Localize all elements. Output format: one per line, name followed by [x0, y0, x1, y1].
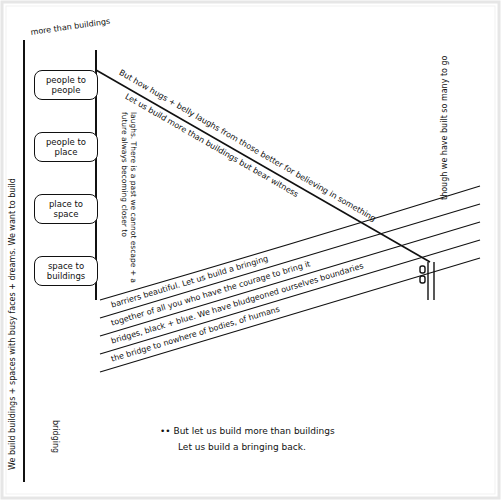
- deck-line: [100, 258, 480, 372]
- handwritten-note: more than buildings: [30, 17, 111, 38]
- handwritten-note: laughs. There is a past we cannot escape…: [119, 112, 138, 284]
- tower-leg: [427, 262, 428, 300]
- deck-line: [100, 222, 480, 336]
- box-text: people to people: [40, 75, 92, 95]
- box-text: people to place: [40, 137, 92, 157]
- handwritten-note: But how hugs + belly laughs from those b…: [117, 68, 378, 224]
- handwritten-note: •• But let us build more than buildings: [160, 426, 335, 438]
- tower-window: [420, 266, 425, 273]
- cable-line: [96, 70, 430, 262]
- tower-leg: [433, 262, 434, 300]
- handwritten-note: Let us build a bringing back.: [178, 442, 306, 454]
- box-text: place to space: [40, 199, 92, 219]
- deck-line: [100, 240, 480, 354]
- handwritten-note: though we have built so many to go: [440, 55, 450, 200]
- process-box: people to place: [34, 132, 98, 162]
- process-box: people to people: [34, 70, 98, 100]
- handwritten-note: Let us build more than buildings but bea…: [123, 92, 300, 200]
- handwritten-note: We build buildings + spaces with busy fa…: [8, 178, 18, 470]
- box-text: space to buildings: [40, 261, 92, 281]
- napkin-edge: [6, 6, 495, 494]
- process-box: place to space: [34, 194, 98, 224]
- handwritten-note: bridging: [50, 420, 60, 453]
- deck-line: [100, 204, 480, 318]
- handwritten-note: bridges, black + blue. We have bludgeone…: [110, 261, 365, 347]
- left-tower-line: [23, 40, 25, 482]
- deck-lines: [100, 186, 480, 372]
- tower-window: [420, 276, 425, 283]
- process-box: space to buildings: [34, 256, 98, 286]
- right-tower: [420, 262, 434, 300]
